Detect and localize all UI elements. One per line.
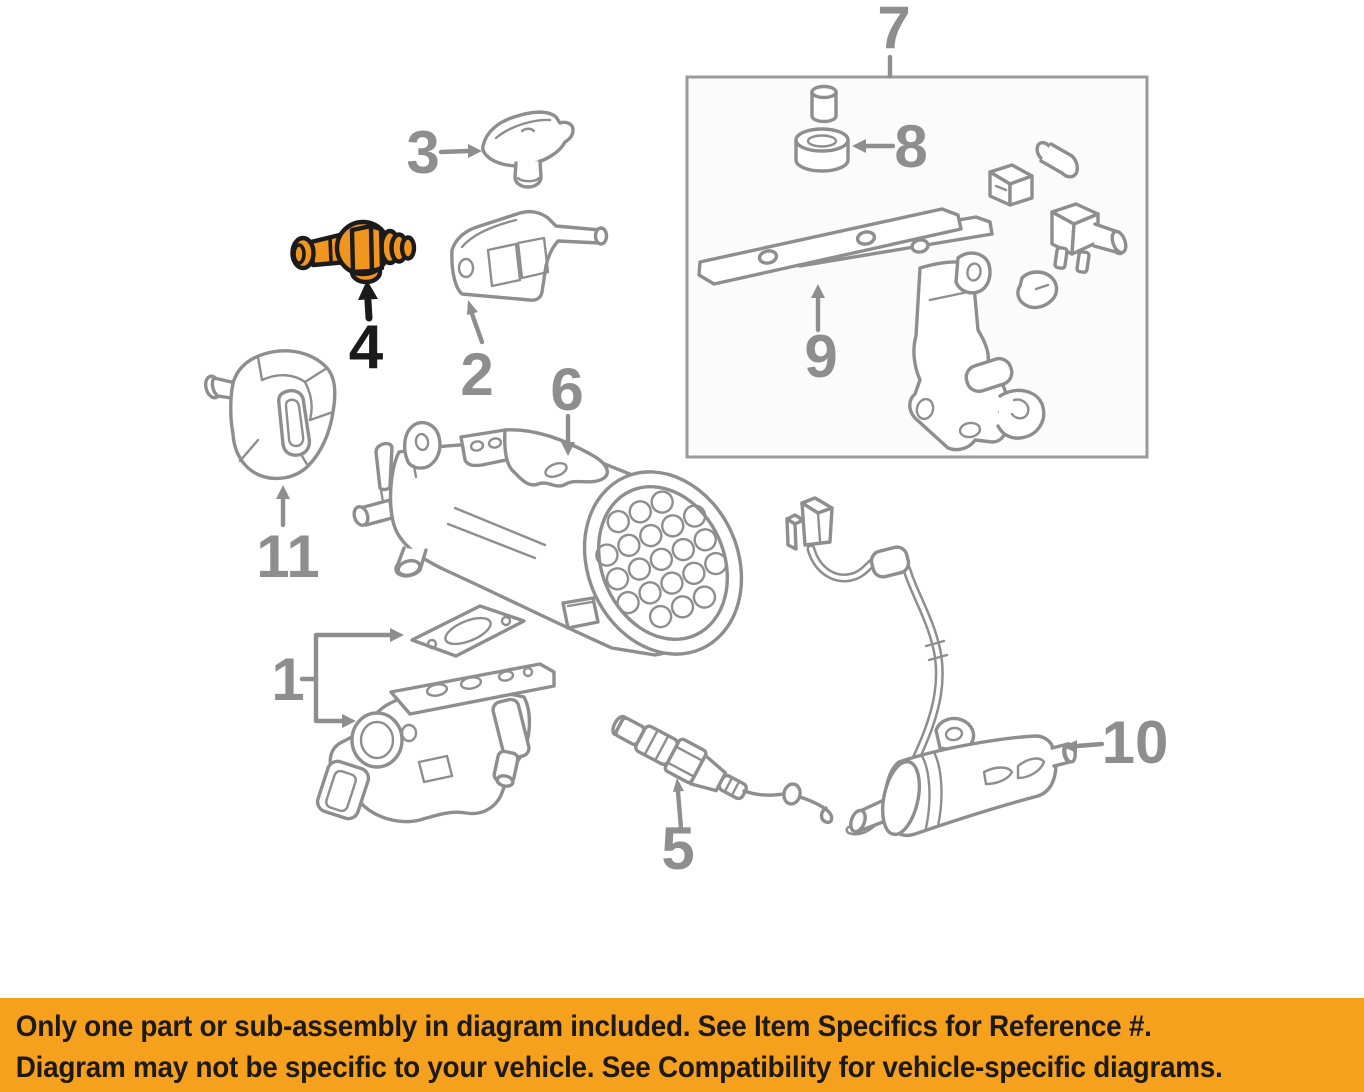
- part-6-canister: [352, 420, 744, 657]
- part-9-bracket: [697, 207, 1046, 452]
- callout-6-label: 6: [550, 356, 583, 423]
- disclaimer-banner: Only one part or sub-assembly in diagram…: [0, 998, 1364, 1092]
- canister-face: [582, 470, 744, 656]
- part-8-grommet: [794, 84, 850, 173]
- callouts: 7 8 9 3 2 4 6: [256, 0, 1168, 882]
- callout-5-label: 5: [661, 815, 694, 882]
- callout-4-label: 4: [349, 313, 384, 382]
- disclaimer-line-2: Diagram may not be specific to your vehi…: [15, 1051, 1223, 1084]
- part-10-filter: [849, 716, 1077, 837]
- callout-8-label: 8: [894, 113, 927, 180]
- part-4-highlighted-sensor: [290, 219, 417, 285]
- callout-1-label: 1: [271, 646, 304, 713]
- callout-7-label: 7: [877, 0, 910, 61]
- parts-diagram: 7 8 9 3 2 4 6: [203, 0, 1168, 882]
- gasket: [410, 604, 526, 658]
- box-misc-parts: [988, 140, 1128, 310]
- part-5-oxygen-sensor: [611, 714, 834, 825]
- disclaimer-line-1: Only one part or sub-assembly in diagram…: [15, 1010, 1152, 1043]
- part-1-manifold: [315, 662, 556, 824]
- callout-10-label: 10: [1102, 709, 1169, 776]
- callout-2-label: 2: [460, 341, 493, 408]
- part-2-bracket: [450, 209, 609, 302]
- callout-11-label: 11: [256, 523, 319, 590]
- callout-9-label: 9: [804, 323, 837, 390]
- part-11-valve: [203, 349, 337, 481]
- part-3-map-sensor: [481, 110, 575, 189]
- harness-connector: [785, 496, 834, 551]
- callout-3-label: 3: [406, 119, 439, 186]
